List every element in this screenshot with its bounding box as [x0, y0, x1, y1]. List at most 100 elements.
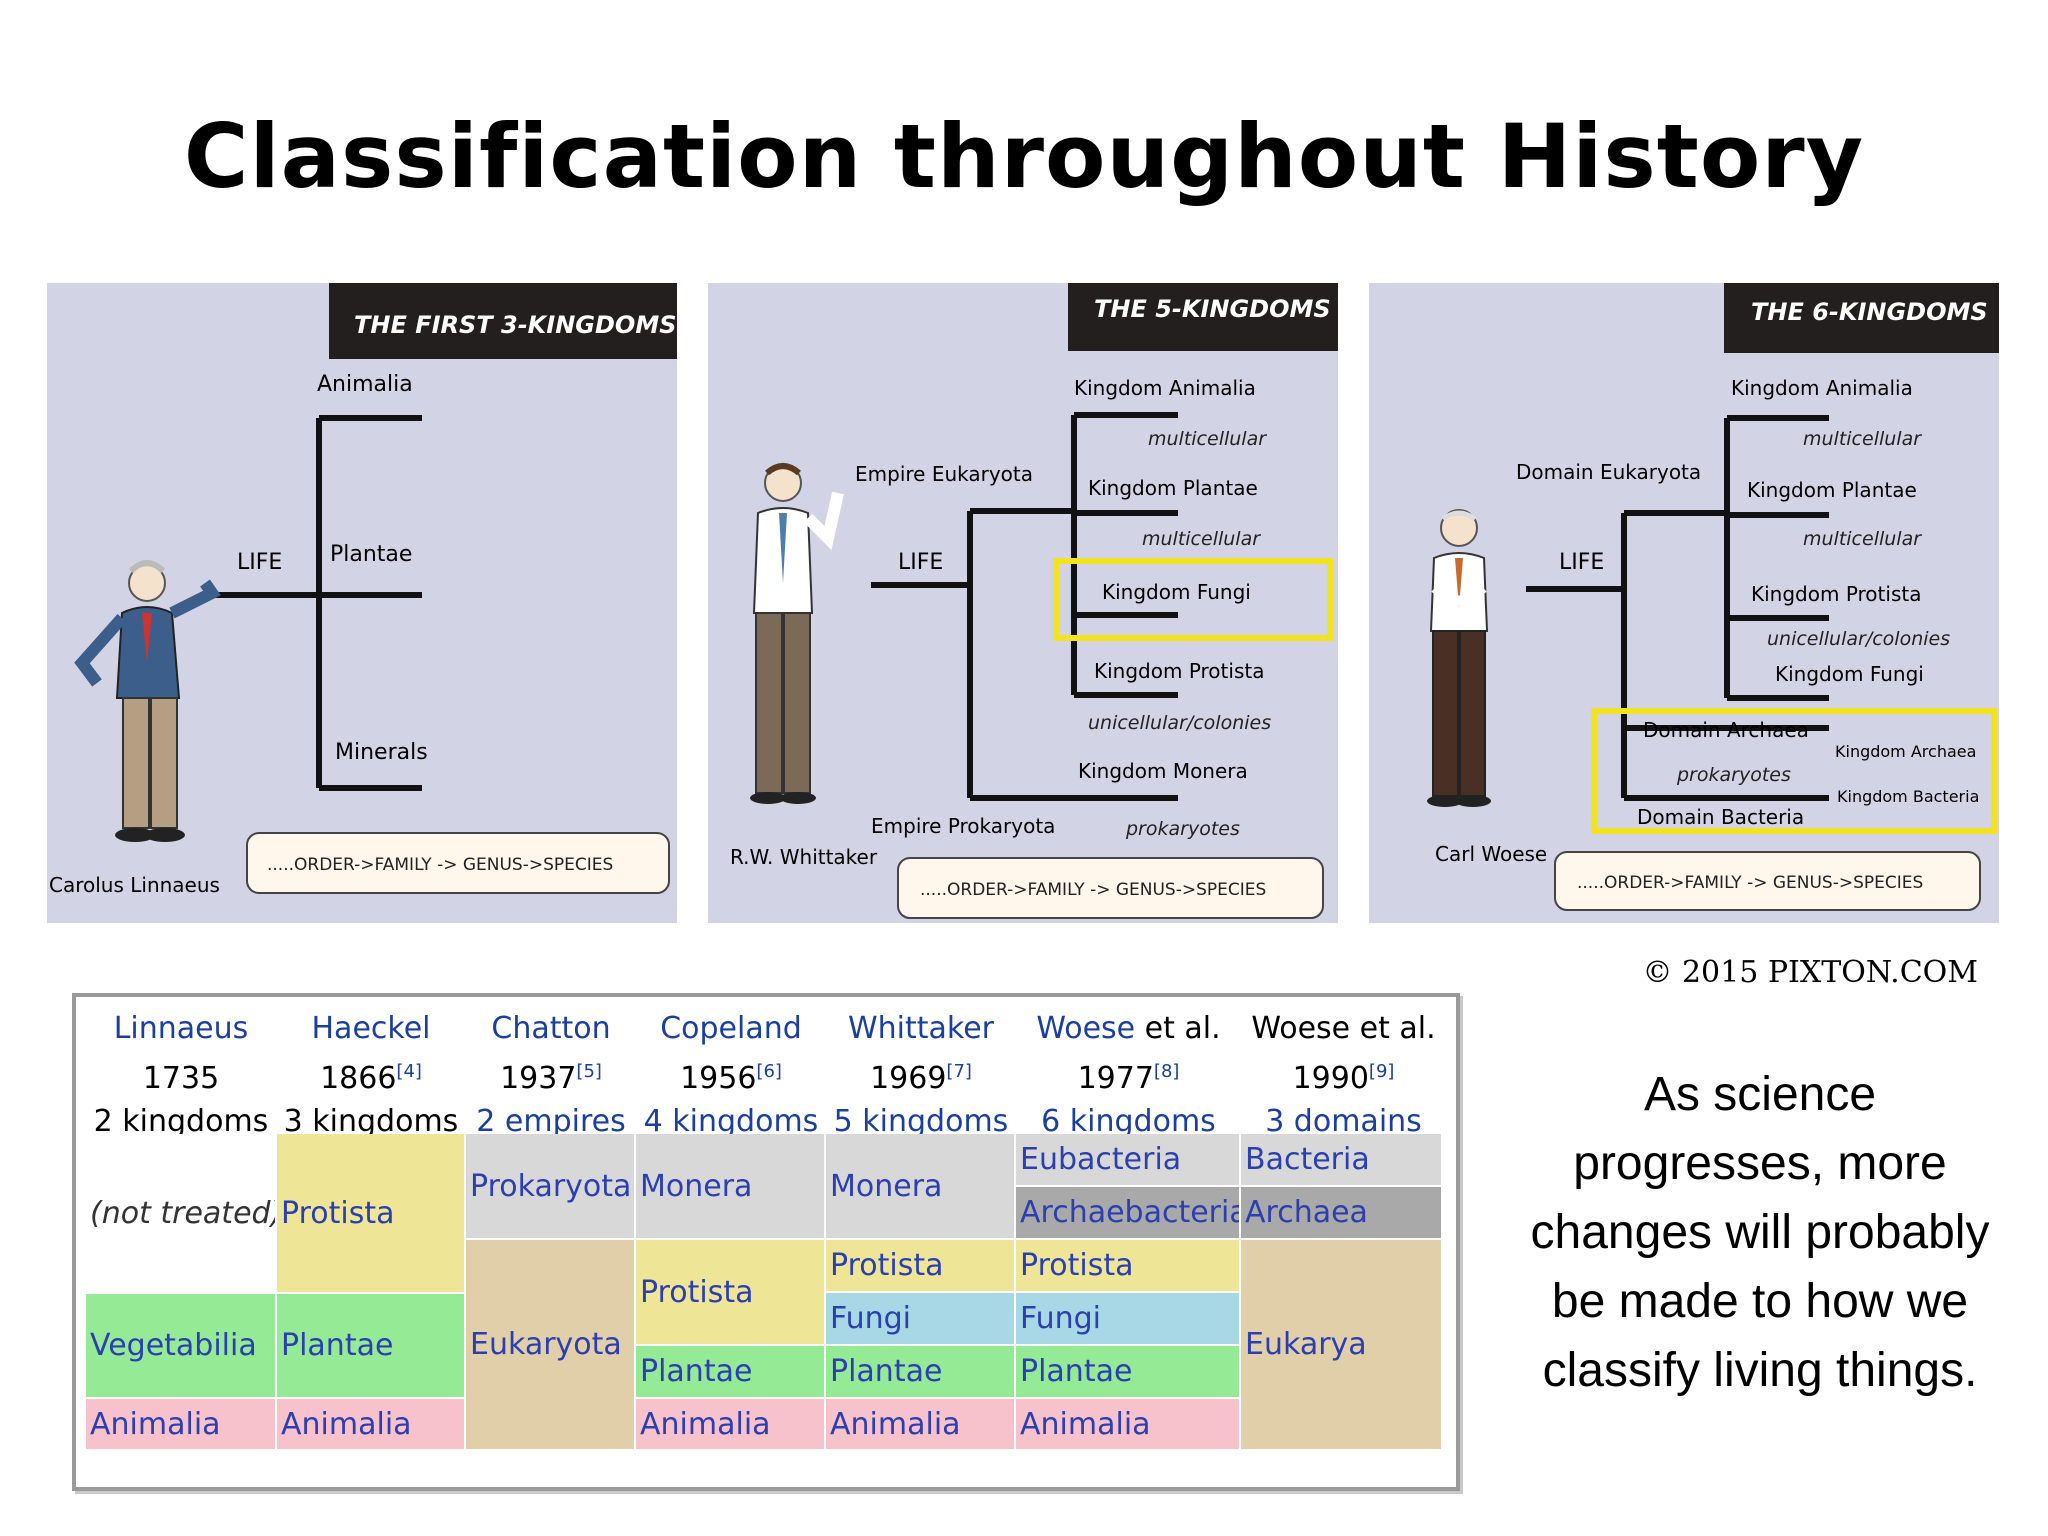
table-cell: Bacteria	[1241, 1134, 1441, 1185]
panel-header-bg	[1724, 283, 1999, 353]
table-cell: Animalia	[277, 1399, 464, 1449]
table-cell: Vegetabilia	[86, 1294, 275, 1397]
table-cell: Plantae	[1016, 1346, 1239, 1397]
branch-label: Minerals	[335, 740, 428, 765]
column-header: Haeckel 1866[4] 3 kingdoms	[276, 1007, 466, 1139]
table-cell: Plantae	[636, 1346, 824, 1397]
kingdom-label: Kingdom Bacteria	[1837, 787, 1979, 806]
table-cell: Animalia	[826, 1399, 1014, 1449]
domain-label: Domain Bacteria	[1637, 805, 1804, 829]
table-cell: Archaea	[1241, 1187, 1441, 1238]
table-cell: Protista	[636, 1240, 824, 1344]
table-cell: Protista	[826, 1240, 1014, 1291]
table-cell: Eukaryota	[466, 1240, 634, 1449]
table-cell: Eukarya	[1241, 1240, 1441, 1449]
kingdom-label: Kingdom Plantae	[1747, 478, 1917, 502]
tree-branches	[215, 415, 422, 791]
tree-branches	[1526, 415, 1829, 801]
caption-box	[246, 832, 670, 894]
scientist-figure-icon	[750, 463, 844, 804]
life-label: LIFE	[1559, 550, 1604, 575]
kingdom-label: Kingdom Protista	[1751, 582, 1921, 606]
five-kingdoms-diagram: THE 5-KINGDOMS LIFE Empire Eukaryota Emp…	[730, 283, 1338, 919]
header-link[interactable]: Haeckel	[311, 1011, 431, 1046]
scientist-name: Carl Woese	[1435, 842, 1547, 866]
header-link[interactable]: Chatton	[491, 1011, 611, 1046]
table-cell: Fungi	[826, 1293, 1014, 1344]
note-label: multicellular	[1148, 428, 1267, 450]
note-label: prokaryotes	[1676, 764, 1791, 786]
table-cell: Archaebacteria	[1016, 1187, 1239, 1238]
three-kingdoms-diagram: THE FIRST 3-KINGDOMS LIFE Animalia Plant…	[49, 283, 677, 897]
branch-label: Plantae	[330, 542, 412, 567]
caption-box	[897, 857, 1324, 919]
caption-text: .....ORDER->FAMILY -> GENUS->SPECIES	[1577, 873, 1923, 893]
column-header: Woese et al. 1977[8] 6 kingdoms	[1036, 1011, 1221, 1139]
caption-text: .....ORDER->FAMILY -> GENUS->SPECIES	[267, 855, 613, 875]
life-label: LIFE	[237, 550, 282, 575]
classification-table: Linnaeus 1735 2 kingdoms Haeckel 1866[4]…	[72, 993, 1460, 1491]
table-cell: Plantae	[826, 1346, 1014, 1397]
empire-label: Empire Prokaryota	[871, 814, 1055, 838]
column-header: Whittaker 1969[7] 5 kingdoms	[826, 1007, 1016, 1139]
header-link[interactable]: Woese	[1036, 1011, 1136, 1046]
header-link[interactable]: Copeland	[660, 1011, 802, 1046]
note-label: multicellular	[1803, 428, 1922, 450]
copyright-notice: © 2015 PIXTON.COM	[1642, 955, 1978, 990]
table-cell: Protista	[277, 1134, 464, 1292]
scientist-name: Carolus Linnaeus	[49, 873, 220, 897]
kingdom-label: Kingdom Fungi	[1775, 662, 1924, 686]
six-kingdoms-diagram: THE 6-KINGDOMS LIFE Domain Eukaryota Kin…	[1427, 283, 1999, 911]
highlight-box	[1053, 558, 1333, 641]
panel-header: THE 5-KINGDOMS	[1094, 295, 1331, 323]
branch-label: Animalia	[317, 372, 413, 397]
panel-header: THE 6-KINGDOMS	[1751, 298, 1988, 326]
panel-six-kingdoms: THE 6-KINGDOMS LIFE Domain Eukaryota Kin…	[1369, 283, 1999, 923]
domain-label: Domain Archaea	[1643, 718, 1809, 742]
domain-label: Domain Eukaryota	[1516, 460, 1701, 484]
kingdom-label: Kingdom Plantae	[1088, 476, 1258, 500]
kingdom-label: Kingdom Protista	[1094, 659, 1264, 683]
note-label: multicellular	[1803, 528, 1922, 550]
table-cell: Animalia	[86, 1399, 275, 1449]
table-cell: Fungi	[1016, 1293, 1239, 1344]
kingdom-label: Kingdom Animalia	[1731, 376, 1913, 400]
table-cell: Prokaryota	[466, 1134, 634, 1238]
slide-title: Classification throughout History	[183, 105, 1865, 208]
column-header: Chatton 1937[5] 2 empires	[466, 1007, 636, 1139]
note-label: prokaryotes	[1125, 818, 1240, 840]
panel-header: THE FIRST 3-KINGDOMS	[354, 311, 677, 339]
panel-five-kingdoms: THE 5-KINGDOMS LIFE Empire Eukaryota Emp…	[708, 283, 1338, 923]
table-cell: Plantae	[277, 1294, 464, 1397]
header-link[interactable]: Whittaker	[847, 1011, 994, 1046]
kingdom-label: Kingdom Animalia	[1074, 376, 1256, 400]
kingdom-label: Kingdom Monera	[1078, 759, 1248, 783]
caption-text: .....ORDER->FAMILY -> GENUS->SPECIES	[920, 880, 1266, 900]
tree-branches	[871, 412, 1178, 801]
note-label: unicellular/colonies	[1767, 628, 1950, 650]
table-cell: Animalia	[1016, 1399, 1239, 1449]
scientist-name: R.W. Whittaker	[730, 845, 878, 869]
kingdom-label: Kingdom Fungi	[1102, 580, 1251, 604]
table-cell: Eubacteria	[1016, 1134, 1239, 1185]
table-cell: Monera	[826, 1134, 1014, 1238]
highlight-box	[1591, 708, 1997, 834]
table-cell: Animalia	[636, 1399, 824, 1449]
table-cell: Protista	[1016, 1240, 1239, 1291]
life-label: LIFE	[898, 550, 943, 575]
empire-label: Empire Eukaryota	[855, 462, 1033, 486]
kingdom-label: Kingdom Archaea	[1835, 742, 1976, 761]
note-label: multicellular	[1142, 528, 1261, 550]
scientist-figure-icon	[1427, 509, 1491, 807]
table-cell: (not treated)	[86, 1134, 275, 1292]
scientist-figure-icon	[74, 560, 221, 842]
column-header: Woese et al. 1990[9] 3 domains	[1251, 1011, 1436, 1139]
header-link[interactable]: Linnaeus	[113, 1011, 249, 1046]
note-label: unicellular/colonies	[1088, 712, 1271, 734]
caption-box	[1554, 851, 1981, 911]
closing-note: As science progresses, more changes will…	[1530, 1068, 1990, 1397]
panel-three-kingdoms: THE FIRST 3-KINGDOMS LIFE Animalia Plant…	[47, 283, 677, 923]
panel-header-bg	[329, 283, 677, 359]
table-cell: Monera	[636, 1134, 824, 1238]
column-header: Copeland 1956[6] 4 kingdoms	[636, 1007, 826, 1139]
